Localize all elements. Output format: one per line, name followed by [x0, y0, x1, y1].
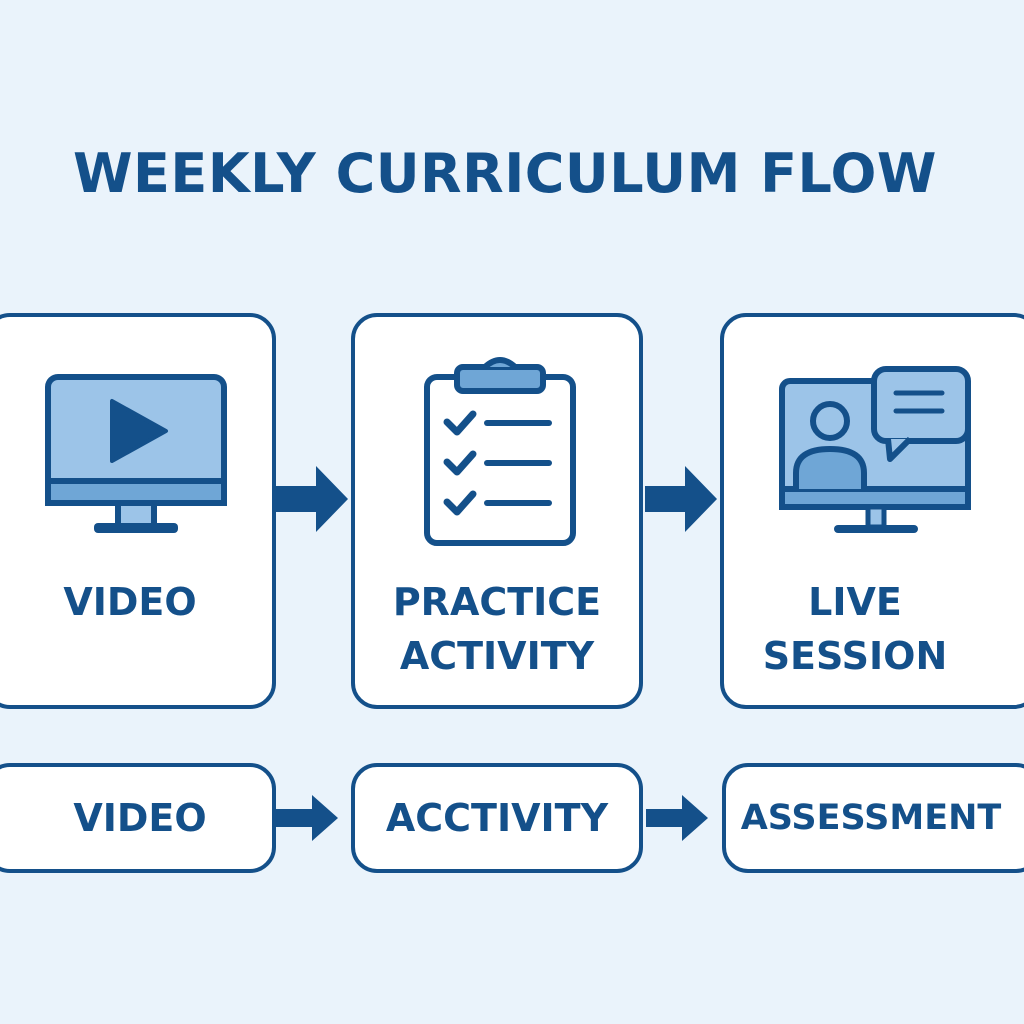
step-pill-video: VIDEO — [0, 763, 276, 873]
step-card-video: VIDEO — [0, 313, 276, 709]
step-label-line: VIDEO — [63, 580, 197, 624]
step-label-line: LIVE — [808, 580, 902, 624]
step-label-line: ACTIVITY — [399, 634, 595, 678]
step-card-practice-activity: PRACTICE ACTIVITY — [351, 313, 643, 709]
arrow-right-icon — [645, 466, 717, 532]
step-pill-assessment: ASSESSMENT — [722, 763, 1024, 873]
step-pill-activity: ACCTIVITY — [351, 763, 643, 873]
step-pill-label: VIDEO — [73, 796, 207, 840]
clipboard-checklist-icon — [424, 357, 576, 546]
arrow-right-icon — [646, 795, 708, 841]
page-title: WEEKLY CURRICULUM FLOW — [72, 142, 937, 205]
step-label-line: PRACTICE — [392, 580, 602, 624]
step-pill-label: ACCTIVITY — [385, 796, 609, 840]
step-label-line: SESSION — [762, 634, 948, 678]
step-label: VIDEO — [0, 575, 272, 629]
step-label: PRACTICE ACTIVITY — [355, 575, 639, 683]
arrow-right-icon — [276, 795, 338, 841]
live-session-monitor-icon — [779, 366, 971, 533]
step-card-live-session: LIVE SESSION — [720, 313, 1024, 709]
step-label: LIVE SESSION — [724, 575, 986, 683]
arrow-right-icon — [276, 466, 348, 532]
step-pill-label: ASSESSMENT — [740, 798, 1002, 838]
video-monitor-icon — [45, 374, 227, 533]
